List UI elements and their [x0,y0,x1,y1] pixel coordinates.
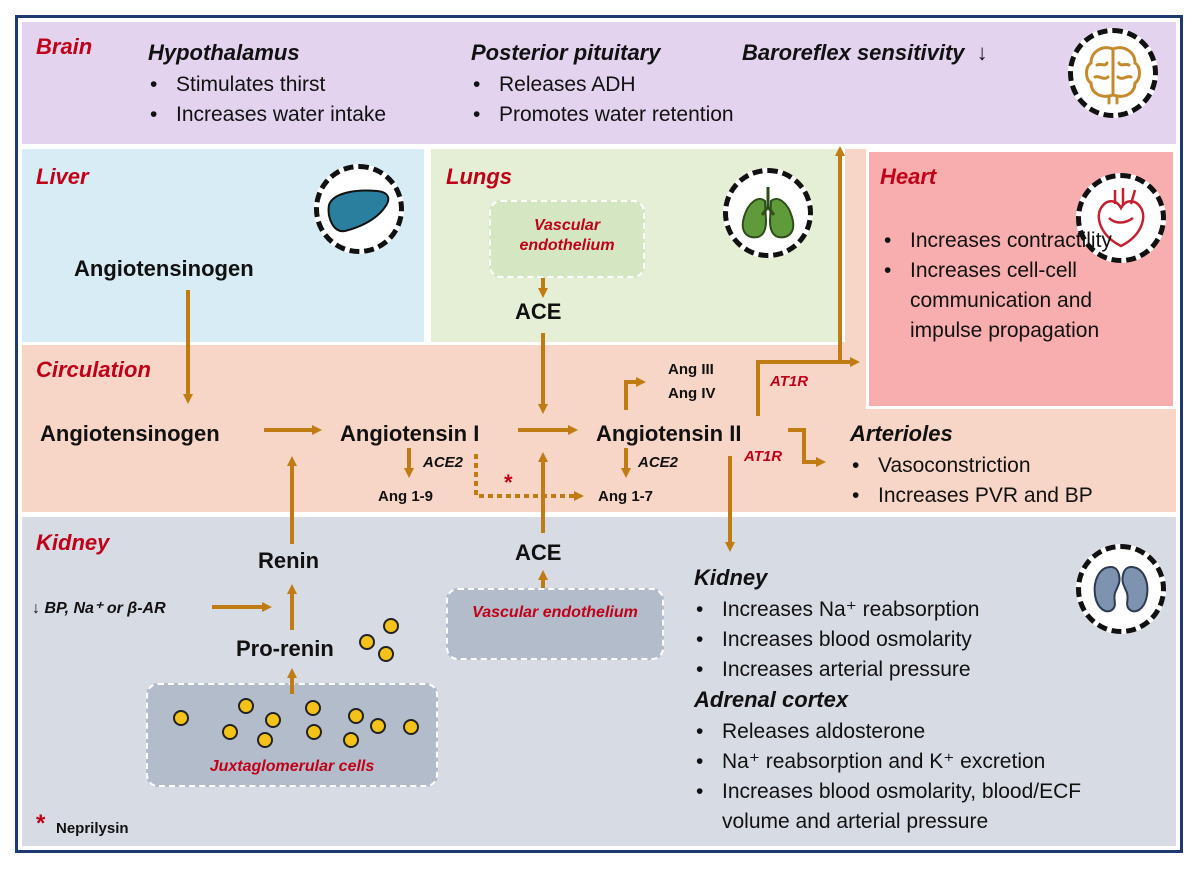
renin: Renin [258,548,320,573]
kidney-endothelium-label: Vascular endothelium [472,604,638,621]
particle [348,708,364,724]
list-item: Increases Na⁺ reabsorption [692,595,979,625]
hypothalamus-list: Stimulates thirst Increases water intake [146,70,386,130]
list-item: Vasoconstriction [848,451,1093,481]
baroreflex-label: Baroreflex sensitivity ↓ [742,40,988,66]
jg-cells-box [146,683,438,787]
down-arrow-icon: ↓ [976,40,988,65]
particle [265,712,281,728]
ang-iii: Ang III [668,361,714,378]
particle [359,634,375,650]
angiotensin-i: Angiotensin I [340,421,480,446]
particle [370,718,386,734]
arterioles-title: Arterioles [850,421,953,446]
list-item: Increases PVR and BP [848,481,1093,511]
particle [305,700,321,716]
separator [424,149,431,342]
posterior-pituitary-list: Releases ADH Promotes water retention [469,70,734,130]
footnote-asterisk: * [36,810,46,837]
list-item: Releases ADH [469,70,734,100]
adrenal-title: Adrenal cortex [694,687,849,712]
ang-iv: Ang IV [668,385,716,402]
arrow [474,454,584,501]
jg-cells-label: Juxtaglomerular cells [209,758,375,775]
pro-renin: Pro-renin [236,636,334,661]
particle [403,719,419,735]
arterioles-list: Vasoconstriction Increases PVR and BP [848,451,1093,511]
particle [378,646,394,662]
list-item: Releases aldosterone [692,717,1112,747]
particle [257,732,273,748]
particle [222,724,238,740]
ace2-label-b: ACE2 [638,454,679,471]
liver-angiotensinogen: Angiotensinogen [74,256,254,281]
arrow [624,377,646,410]
ang-1-9: Ang 1-9 [378,488,434,505]
heart-effects-list: Increases contractility Increases cell-c… [880,226,1160,346]
diagram-frame: Brain Liver Lungs Heart Circulation Kidn… [15,15,1183,853]
heart-title: Heart [880,164,937,189]
kidney-title: Kidney [36,530,110,555]
at1r-label-a: AT1R [770,373,809,390]
baroreflex-text: Baroreflex sensitivity [742,40,965,65]
liver-icon [314,164,404,254]
list-item: Increases water intake [146,100,386,130]
list-item: Stimulates thirst [146,70,386,100]
kidney-effects-title: Kidney [694,565,768,590]
kidney-endothelium-box [446,588,664,660]
list-item: Increases cell-cell communication and im… [880,256,1160,346]
at1r-label-b: AT1R [744,448,783,465]
particle [383,618,399,634]
list-item: Increases blood osmolarity [692,625,979,655]
particle [173,710,189,726]
brain-title: Brain [36,34,93,59]
arrow [756,146,845,416]
pathway-arrows [173,146,860,748]
list-item: Promotes water retention [469,100,734,130]
footnote-text: Neprilysin [56,820,129,837]
kidney-ace: ACE [515,540,562,565]
brain-icon [1068,28,1158,118]
list-item: Increases arterial pressure [692,655,979,685]
posterior-pituitary-title: Posterior pituitary [471,40,661,65]
list-item: Increases blood osmolarity, blood/ECF vo… [692,777,1112,837]
separator [22,144,1176,149]
circulation-angiotensinogen: Angiotensinogen [40,421,220,446]
list-item: Increases contractility [880,226,1130,256]
separator [22,512,1176,517]
particle [238,698,254,714]
adrenal-effects-list: Releases aldosterone Na⁺ reabsorption an… [692,717,1112,837]
neprilysin-asterisk: * [504,470,513,495]
lungs-ace: ACE [515,299,562,324]
lungs-endothelium-box [489,200,645,278]
lungs-title: Lungs [446,164,512,189]
ang-1-7: Ang 1-7 [598,488,654,505]
separator [22,342,839,345]
list-item: Na⁺ reabsorption and K⁺ excretion [692,747,1112,777]
particle [343,732,359,748]
particle [306,724,322,740]
ace2-label-a: ACE2 [423,454,464,471]
kidney-effects-list: Increases Na⁺ reabsorption Increases blo… [692,595,979,685]
circulation-title: Circulation [36,357,151,382]
angiotensin-ii: Angiotensin II [596,421,742,446]
lungs-endothelium-label: Vascular endothelium [519,217,615,254]
renin-stimulus: ↓ BP, Na⁺ or β-AR [32,600,166,617]
liver-title: Liver [36,164,89,189]
arrow [788,428,826,467]
hypothalamus-title: Hypothalamus [148,40,300,65]
kidneys-icon [1076,544,1166,634]
lungs-icon [723,168,813,258]
